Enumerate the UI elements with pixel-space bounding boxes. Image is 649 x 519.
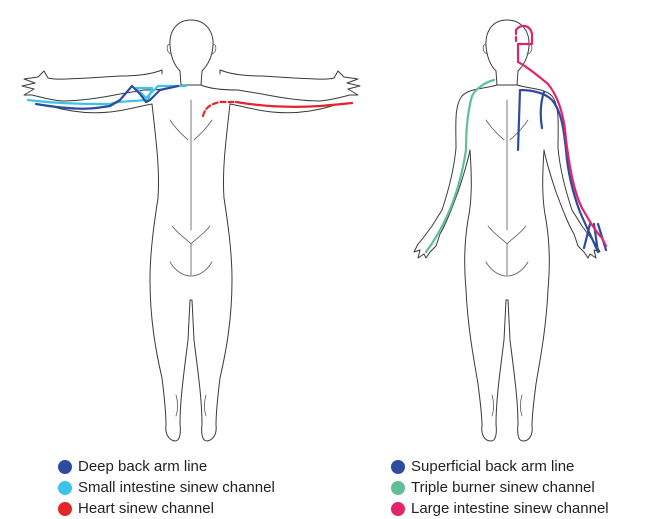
legend-item-triple-burner: Triple burner sinew channel [391,477,609,498]
large-intestine-line [516,26,606,246]
legend-right: Superficial back arm line Triple burner … [391,456,609,519]
right-body-figure [414,20,600,441]
legend-swatch-large-intestine [391,502,405,516]
legend-item-deep-back-arm-line: Deep back arm line [58,456,275,477]
heart-line-left-solid [236,102,352,107]
legend-label-small-intestine: Small intestine sinew channel [78,479,275,496]
triple-burner-line [426,80,494,252]
legend-item-small-intestine: Small intestine sinew channel [58,477,275,498]
legend-label-deep-back-arm-line: Deep back arm line [78,458,207,475]
left-body-figure [22,20,360,441]
legend-label-large-intestine: Large intestine sinew channel [411,500,609,517]
legend-swatch-triple-burner [391,481,405,495]
legend-label-triple-burner: Triple burner sinew channel [411,479,595,496]
legend-item-superficial-back-arm-line: Superficial back arm line [391,456,609,477]
legend-swatch-superficial-back-arm-line [391,460,405,474]
legend-swatch-deep-back-arm-line [58,460,72,474]
legend-label-superficial-back-arm-line: Superficial back arm line [411,458,574,475]
legend-label-heart: Heart sinew channel [78,500,214,517]
legend-item-large-intestine: Large intestine sinew channel [391,498,609,519]
left-figure-head [170,20,213,85]
legend-item-heart: Heart sinew channel [58,498,275,519]
legend-left: Deep back arm line Small intestine sinew… [58,456,275,519]
legend-swatch-heart [58,502,72,516]
right-figure-head [486,20,529,85]
legend-swatch-small-intestine [58,481,72,495]
